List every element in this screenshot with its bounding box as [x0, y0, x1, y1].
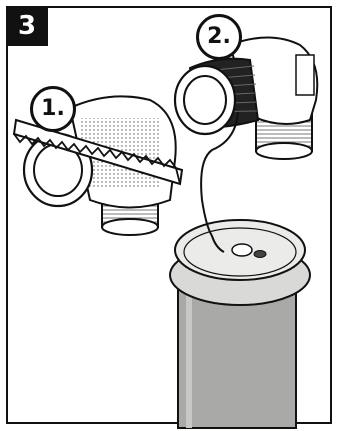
sealant-can	[170, 220, 310, 428]
callout-2-badge: 2.	[196, 14, 242, 60]
callout-1-badge: 1.	[30, 86, 76, 132]
step-number-badge: 3	[6, 6, 48, 46]
